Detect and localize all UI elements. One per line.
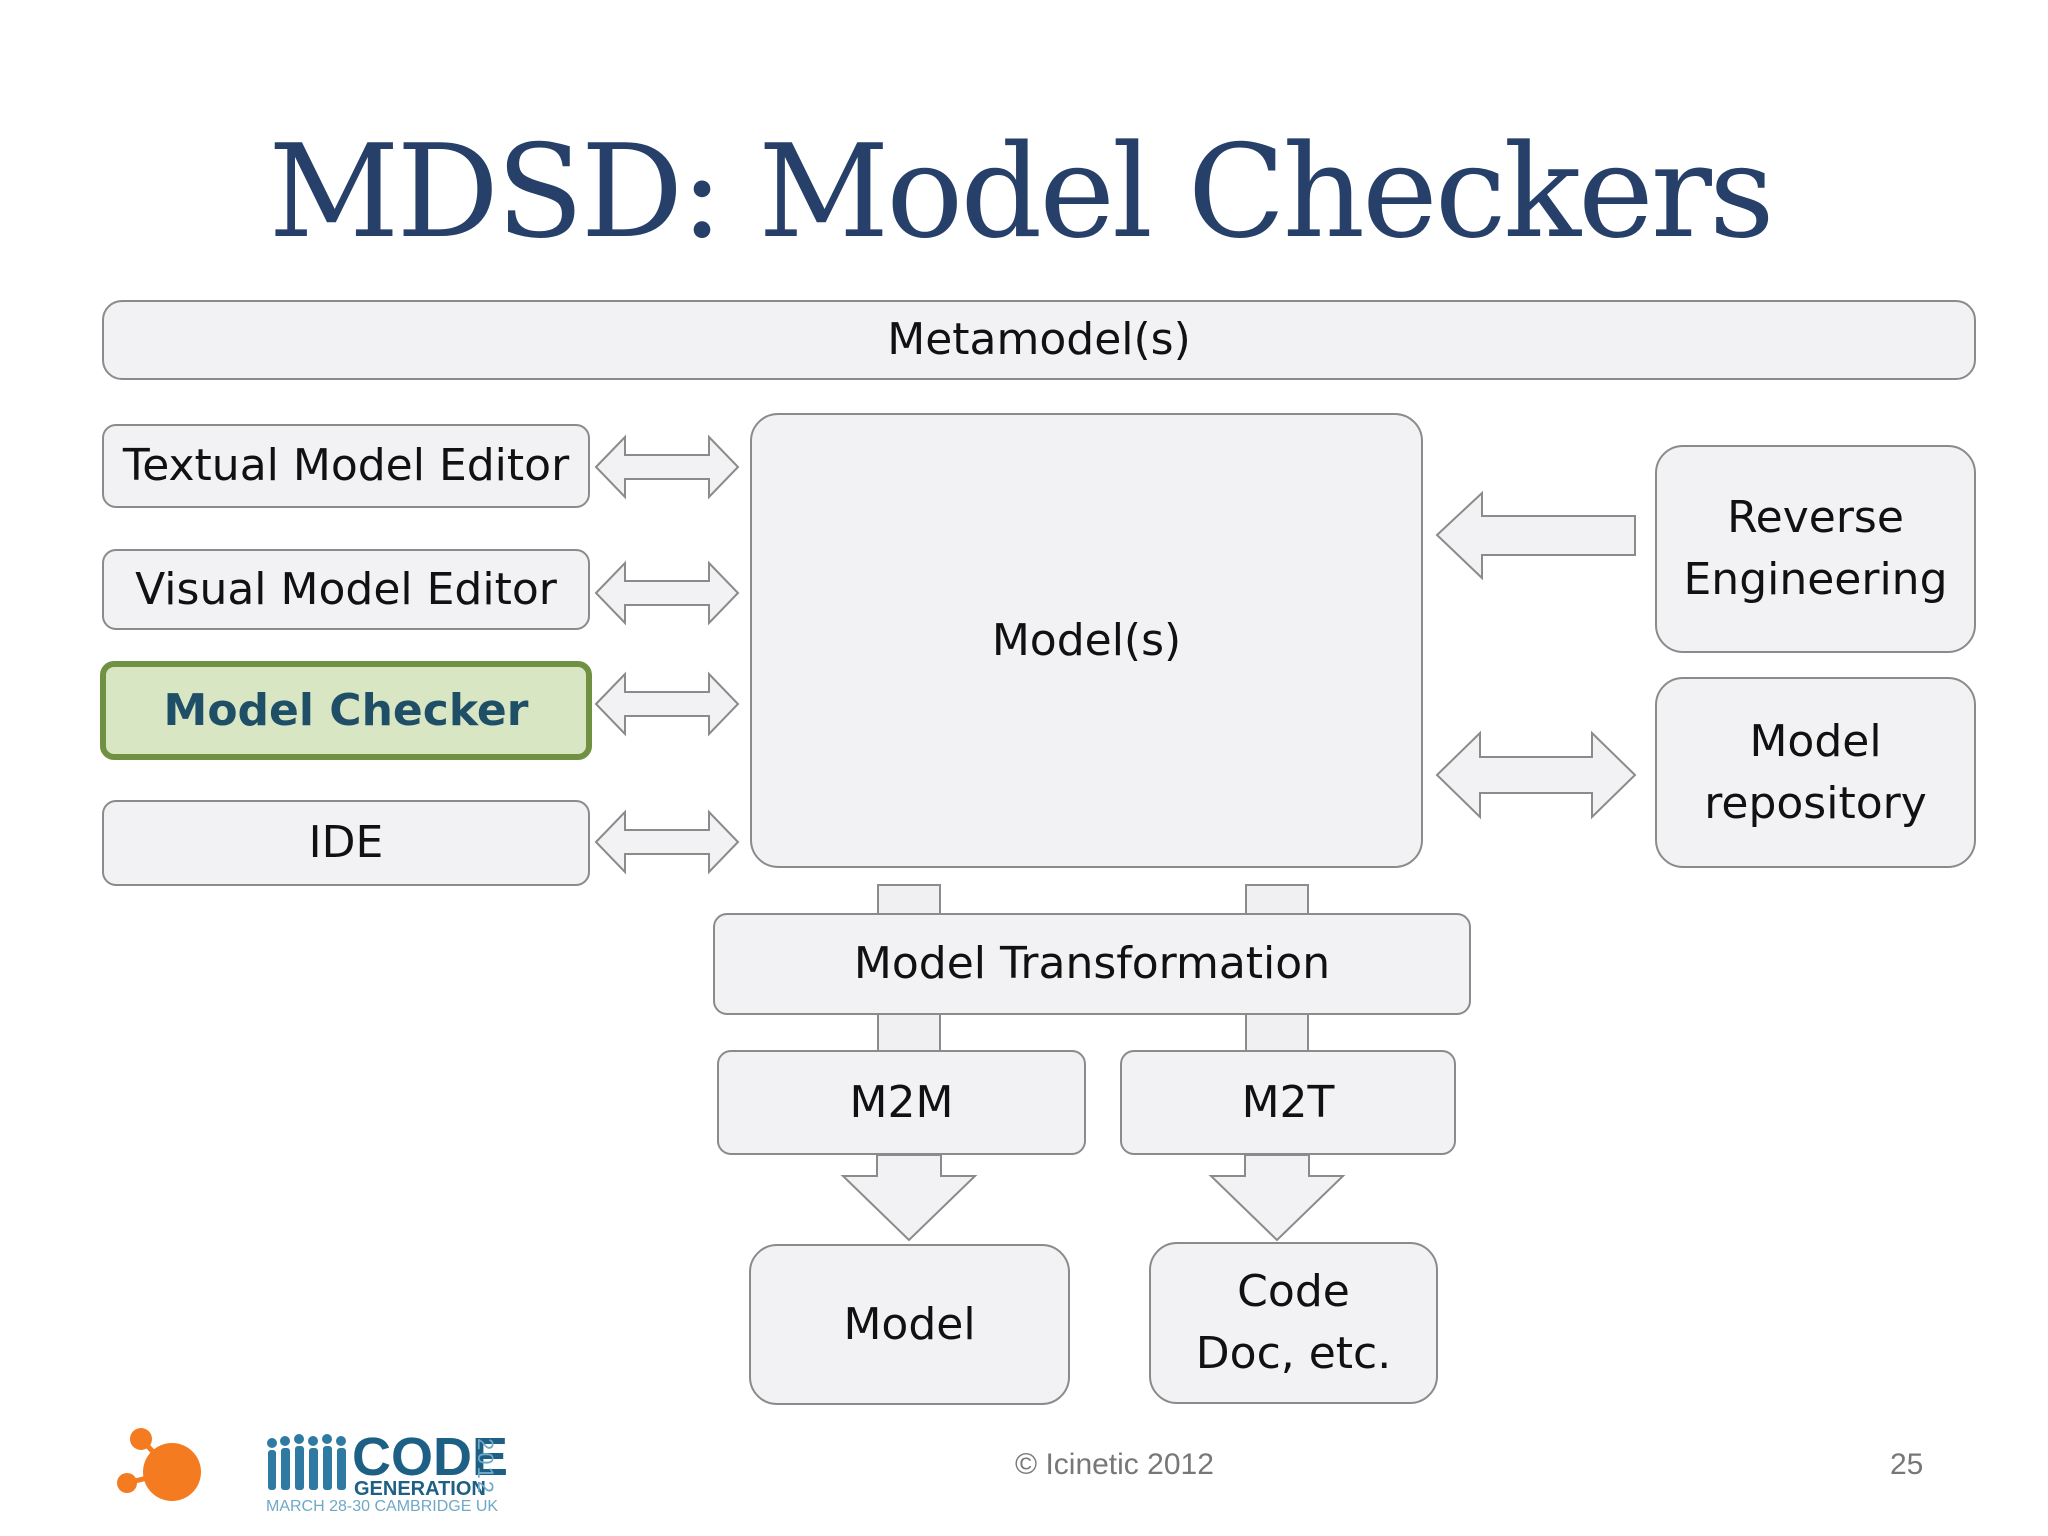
arrow-reverse-engineering (1435, 490, 1636, 581)
model-output-box: Model (749, 1244, 1070, 1405)
code-generation-logo-date: MARCH 28-30 CAMBRIDGE UK (266, 1498, 499, 1515)
ide-box: IDE (102, 800, 590, 886)
connector-transformation-m2t (1245, 1013, 1309, 1053)
model-repository-box: Model repository (1655, 677, 1976, 868)
model-transformation-box: Model Transformation (713, 913, 1471, 1015)
code-generation-logo-year: 2012 (473, 1438, 498, 1495)
visual-model-editor-box: Visual Model Editor (102, 549, 590, 630)
model-output-label: Model (843, 1298, 976, 1350)
arrow-down-m2t (1208, 1154, 1346, 1242)
double-arrow-visual-editor (594, 560, 740, 626)
model-transformation-label: Model Transformation (853, 938, 1331, 990)
textual-model-editor-box: Textual Model Editor (102, 424, 590, 508)
code-output-label: Code Doc, etc. (1195, 1266, 1392, 1379)
m2t-box: M2T (1120, 1050, 1456, 1155)
double-arrow-model-repository (1435, 730, 1637, 820)
m2m-box: M2M (717, 1050, 1086, 1155)
ide-label: IDE (308, 817, 384, 869)
textual-model-editor-label: Textual Model Editor (122, 440, 570, 492)
metamodels-label: Metamodel(s) (887, 314, 1191, 366)
model-repository-label: Model repository (1704, 715, 1927, 829)
people-silhouettes-icon (267, 1434, 346, 1490)
metamodels-box: Metamodel(s) (102, 300, 1976, 380)
m2t-label: M2T (1241, 1076, 1335, 1128)
code-generation-logo-word2: GENERATION (354, 1478, 486, 1500)
code-generation-logo: CODE GENERATION MARCH 28-30 CAMBRIDGE UK… (266, 1430, 526, 1515)
icinetic-logo (117, 1428, 201, 1501)
page-number: 25 (1890, 1448, 1924, 1481)
visual-model-editor-label: Visual Model Editor (135, 563, 557, 615)
code-output-box: Code Doc, etc. (1149, 1242, 1438, 1404)
slide-title: MDSD: Model Checkers (268, 118, 1774, 267)
double-arrow-model-checker (594, 671, 740, 737)
arrow-down-m2m (840, 1154, 978, 1242)
reverse-engineering-label: Reverse Engineering (1683, 492, 1948, 605)
double-arrow-textual-editor (594, 434, 740, 500)
models-box: Model(s) (750, 413, 1423, 868)
copyright-text: © Icinetic 2012 (1015, 1448, 1214, 1481)
m2m-label: M2M (849, 1076, 954, 1128)
models-label: Model(s) (991, 614, 1182, 666)
double-arrow-ide (594, 809, 740, 875)
connector-models-transformation-left (877, 884, 941, 916)
reverse-engineering-box: Reverse Engineering (1655, 445, 1976, 653)
code-generation-logo-word1: CODE (352, 1427, 509, 1487)
model-checker-label: Model Checker (163, 684, 529, 736)
model-checker-box: Model Checker (100, 661, 592, 760)
